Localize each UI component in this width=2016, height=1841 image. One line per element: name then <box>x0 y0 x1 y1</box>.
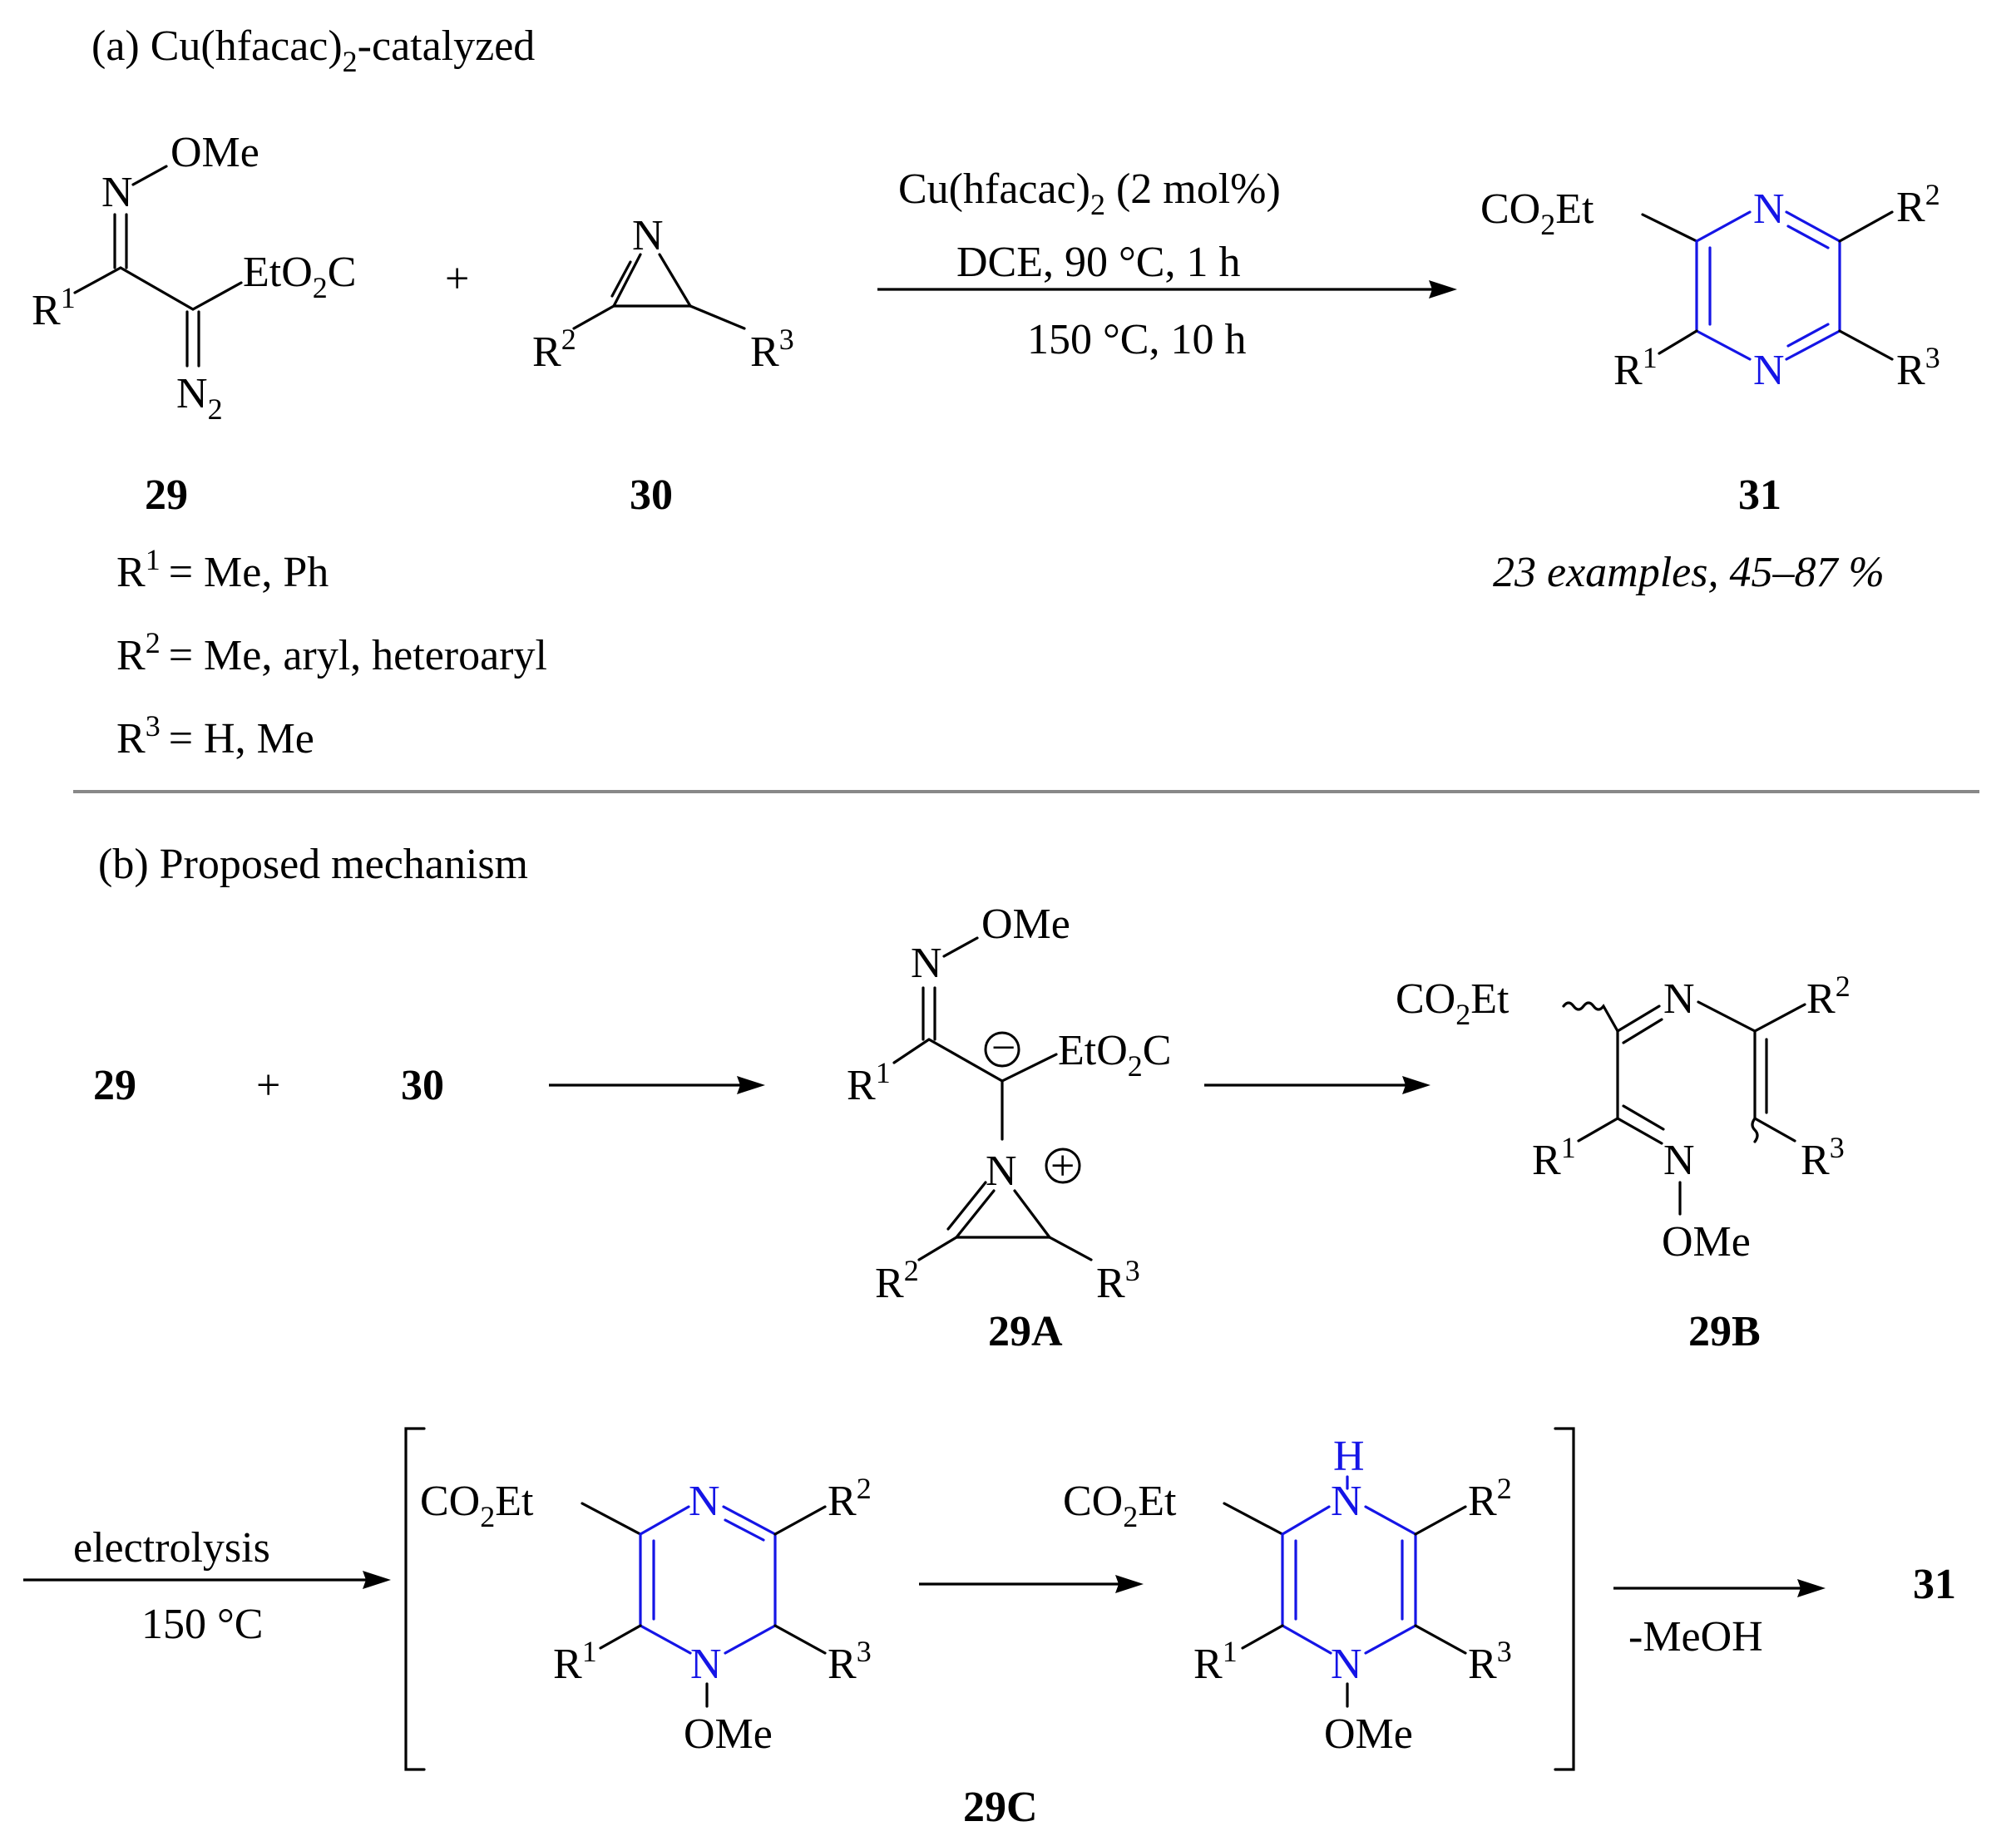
arrow-head <box>1797 1579 1826 1597</box>
azirinium-charge-circle <box>1045 1148 1081 1184</box>
plus-sign-a: + <box>445 255 469 303</box>
ester-label-EtO2C: EtO2C <box>243 249 356 304</box>
ester-label-CO2Et: CO2Et <box>1480 185 1594 241</box>
atom-label-N: N <box>1663 1137 1695 1184</box>
ester-label-CO2Et: CO2Et <box>1396 975 1510 1031</box>
r1-definition: R1= Me, Ph <box>116 543 329 596</box>
label-29: 29 <box>145 471 188 519</box>
compound-30-structure: N R2 R3 <box>532 212 794 376</box>
diazo-label-N2: N2 <box>176 370 223 426</box>
r1-label: R1 <box>32 281 76 334</box>
label-30: 30 <box>630 471 673 519</box>
intermediate-29C-structure: CO2Et N N OMe R2 R3 R1 <box>420 1472 872 1758</box>
r3-label: R3 <box>1896 341 1940 394</box>
ring-N-bottom: N <box>1331 1641 1362 1688</box>
r3-definition: R3= H, Me <box>116 709 314 763</box>
examples-yield: 23 examples, 45–87 % <box>1493 549 1885 596</box>
minus-meoh-label: -MeOH <box>1628 1613 1763 1661</box>
r3-label: R3 <box>1801 1131 1845 1184</box>
r1-label: R1 <box>553 1635 597 1688</box>
intermediate-29A-structure: N OMe R1 − EtO2C N + R2 R3 <box>847 901 1171 1307</box>
r2-definition: R2= Me, aryl, heteroaryl <box>116 626 547 679</box>
atom-label-OMe: OMe <box>684 1710 773 1758</box>
r1-label: R1 <box>1532 1131 1576 1184</box>
arrow-head <box>1402 1076 1430 1094</box>
ring-N-top: N <box>1331 1478 1362 1525</box>
r3-label: R3 <box>1468 1635 1512 1688</box>
r1-label: R1 <box>1613 341 1658 394</box>
r2-label: R2 <box>1806 970 1850 1023</box>
right-bracket <box>1554 1427 1575 1771</box>
plus-sign-b: + <box>256 1062 280 1109</box>
azirinium-N: N <box>986 1148 1017 1195</box>
arrow-head <box>363 1571 391 1589</box>
atom-label-N: N <box>101 169 133 216</box>
r1-label: R1 <box>1193 1635 1238 1688</box>
r1-label: R1 <box>847 1056 891 1109</box>
atom-label-N: N <box>632 212 664 259</box>
atom-label-OMe: OMe <box>170 129 259 176</box>
r2-label: R2 <box>532 323 576 376</box>
conditions-solvent-temp: DCE, 90 °C, 1 h <box>956 239 1240 286</box>
intermediate-dihydropyrazine-structure: H N CO2Et N OMe R2 R3 R1 <box>1063 1433 1512 1758</box>
ester-label-CO2Et: CO2Et <box>420 1478 534 1533</box>
reactant-30: 30 <box>401 1062 444 1109</box>
panel-a-title: (a) Cu(hfacac)2-catalyzed <box>91 22 535 78</box>
ring-N-bottom: N <box>1753 347 1785 394</box>
atom-label-OMe: OMe <box>1324 1710 1413 1758</box>
r3-label: R3 <box>828 1635 872 1688</box>
ring-N-bottom: N <box>690 1641 722 1688</box>
arrow-head <box>737 1076 765 1094</box>
ester-label-CO2Et: CO2Et <box>1063 1478 1177 1533</box>
arrow-head <box>1115 1575 1144 1593</box>
ring-N-top: N <box>1753 185 1785 233</box>
ester-label-EtO2C: EtO2C <box>1058 1027 1171 1083</box>
r2-label: R2 <box>875 1254 919 1307</box>
r3-label: R3 <box>750 323 794 376</box>
electrolysis-temp: 150 °C <box>141 1601 263 1648</box>
atom-label-OMe: OMe <box>981 901 1070 948</box>
left-bracket <box>404 1427 426 1771</box>
arrow-head <box>1429 280 1457 299</box>
azirinium-charge: + <box>1050 1143 1075 1190</box>
label-29A: 29A <box>988 1308 1063 1355</box>
atom-label-OMe: OMe <box>1662 1218 1751 1266</box>
r2-label: R2 <box>1468 1472 1512 1525</box>
intermediate-29B-structure: CO2Et N R2 R3 R1 N OMe <box>1396 970 1850 1266</box>
compound-29-structure: N OMe R1 EtO2C N2 <box>32 129 356 426</box>
carbanion-charge-circle <box>984 1031 1020 1068</box>
r2-label: R2 <box>1896 178 1940 231</box>
label-31: 31 <box>1738 471 1781 519</box>
product-31: 31 <box>1913 1561 1956 1608</box>
r2-label: R2 <box>828 1472 872 1525</box>
panel-b-title: (b) Proposed mechanism <box>98 841 528 888</box>
conditions-heating: 150 °C, 10 h <box>1027 316 1246 363</box>
label-29B: 29B <box>1688 1308 1761 1355</box>
electrolysis-label: electrolysis <box>73 1524 270 1572</box>
carbanion-charge: − <box>991 1024 1015 1072</box>
reactant-29: 29 <box>93 1062 136 1109</box>
atom-label-N: N <box>911 940 942 987</box>
conditions-catalyst: Cu(hfacac)2 (2 mol%) <box>898 165 1281 221</box>
ring-H: H <box>1333 1433 1365 1480</box>
label-29C: 29C <box>963 1784 1038 1831</box>
r3-label: R3 <box>1096 1254 1140 1307</box>
compound-31-structure: CO2Et N N R2 R3 R1 <box>1480 178 1940 394</box>
atom-label-N: N <box>1663 975 1695 1023</box>
ring-N-top: N <box>689 1478 720 1525</box>
